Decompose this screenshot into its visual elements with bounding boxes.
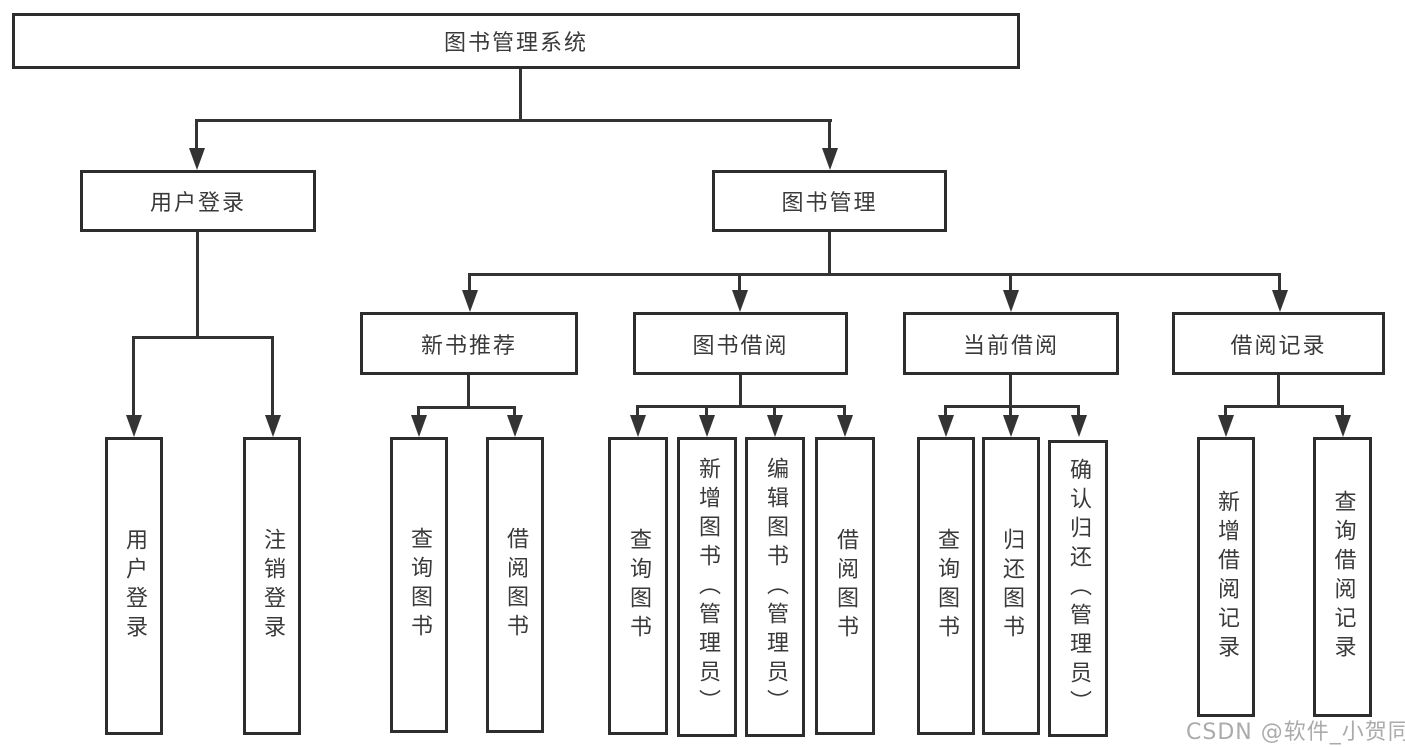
leaf-borrow-borrow-books: 借阅图书 (815, 437, 875, 735)
leaf-borrow-edit-books-admin: 编辑图书（管理员） (745, 437, 805, 737)
arrow-down-icon (189, 148, 205, 170)
connector-line (195, 119, 832, 122)
connector-line (417, 406, 516, 409)
leaf-label: 查询图书 (407, 527, 432, 643)
leaf-label: 归还图书 (999, 528, 1024, 644)
arrow-down-icon (411, 415, 427, 437)
arrow-down-icon (1218, 415, 1234, 437)
connector-line (1277, 375, 1280, 405)
node-book-borrow: 图书借阅 (633, 312, 848, 375)
leaf-label: 借阅图书 (503, 527, 528, 643)
connector-line (1009, 273, 1012, 292)
leaf-current-confirm-return-admin: 确认归还（管理员） (1048, 440, 1108, 737)
connector-line (132, 336, 274, 339)
connector-line (705, 405, 708, 417)
connector-line (513, 406, 516, 417)
connector-line (1077, 405, 1080, 417)
connector-line (773, 405, 776, 417)
connector-line (738, 273, 741, 292)
arrow-down-icon (732, 290, 748, 312)
arrow-down-icon (265, 415, 281, 437)
leaf-logout: 注销登录 (243, 437, 301, 735)
connector-line (417, 406, 420, 417)
arrow-down-icon (938, 415, 954, 437)
node-current-borrow-label: 当前借阅 (962, 333, 1059, 359)
connector-line (1341, 405, 1344, 417)
arrow-down-icon (837, 415, 853, 437)
node-current-borrow: 当前借阅 (903, 312, 1119, 375)
node-root-label: 图书管理系统 (443, 31, 588, 56)
arrow-down-icon (126, 415, 142, 437)
arrow-down-icon (507, 415, 523, 437)
connector-line (468, 273, 1281, 276)
connector-line (468, 273, 471, 292)
leaf-label: 借阅图书 (833, 528, 858, 644)
leaf-label: 用户登录 (122, 528, 147, 644)
connector-line (828, 232, 831, 273)
node-book-management-label: 图书管理 (781, 191, 878, 216)
leaf-label: 编辑图书（管理员） (763, 456, 788, 718)
node-book-management: 图书管理 (712, 170, 947, 232)
leaf-user-login: 用户登录 (105, 437, 163, 735)
arrow-down-icon (1272, 290, 1288, 312)
connector-line (467, 375, 470, 406)
connector-line (519, 69, 522, 119)
leaf-current-query-books: 查询图书 (917, 437, 975, 735)
connector-line (132, 336, 135, 417)
connector-line (739, 375, 742, 405)
arrow-down-icon (1003, 290, 1019, 312)
connector-line (636, 405, 846, 408)
node-root: 图书管理系统 (12, 13, 1020, 69)
leaf-newbooks-borrow-books: 借阅图书 (486, 437, 544, 733)
leaf-borrow-query-books: 查询图书 (608, 437, 668, 735)
connector-line (271, 336, 274, 417)
connector-line (196, 232, 199, 336)
node-borrow-records: 借阅记录 (1172, 312, 1385, 375)
node-new-book-recommend-label: 新书推荐 (420, 333, 517, 359)
leaf-label: 查询借阅记录 (1330, 490, 1356, 664)
leaf-label: 确认归还（管理员） (1066, 458, 1091, 719)
arrow-down-icon (1071, 415, 1087, 437)
connector-line (636, 405, 639, 417)
arrow-down-icon (822, 148, 838, 170)
connector-line (1278, 273, 1281, 292)
connector-line (1224, 405, 1344, 408)
connector-line (1224, 405, 1227, 417)
arrow-down-icon (699, 415, 715, 437)
arrow-down-icon (462, 290, 478, 312)
connector-line (944, 405, 947, 417)
leaf-label: 新增图书（管理员） (695, 456, 720, 718)
connector-line (1009, 405, 1012, 417)
leaf-label: 查询图书 (934, 528, 959, 644)
leaf-records-add-record: 新增借阅记录 (1197, 437, 1255, 717)
node-borrow-records-label: 借阅记录 (1230, 333, 1327, 359)
leaf-label: 注销登录 (260, 528, 285, 644)
arrow-down-icon (1003, 415, 1019, 437)
leaf-records-query-record: 查询借阅记录 (1313, 437, 1372, 717)
leaf-label: 查询图书 (626, 528, 651, 644)
connector-line (1009, 375, 1012, 405)
leaf-borrow-add-books-admin: 新增图书（管理员） (677, 437, 737, 737)
connector-line (944, 405, 1080, 408)
leaf-label: 新增借阅记录 (1214, 490, 1239, 664)
connector-line (828, 119, 831, 150)
csdn-watermark: CSDN @软件_小贺同学 (1186, 720, 1405, 745)
leaf-newbooks-query-books: 查询图书 (390, 437, 448, 733)
connector-line (843, 405, 846, 417)
connector-line (195, 119, 198, 150)
leaf-current-return-books: 归还图书 (982, 437, 1040, 735)
node-user-login-label: 用户登录 (149, 191, 246, 216)
arrow-down-icon (767, 415, 783, 437)
node-user-login: 用户登录 (80, 170, 316, 232)
arrow-down-icon (1335, 415, 1351, 437)
arrow-down-icon (630, 415, 646, 437)
node-book-borrow-label: 图书借阅 (692, 333, 789, 359)
node-new-book-recommend: 新书推荐 (360, 312, 578, 375)
